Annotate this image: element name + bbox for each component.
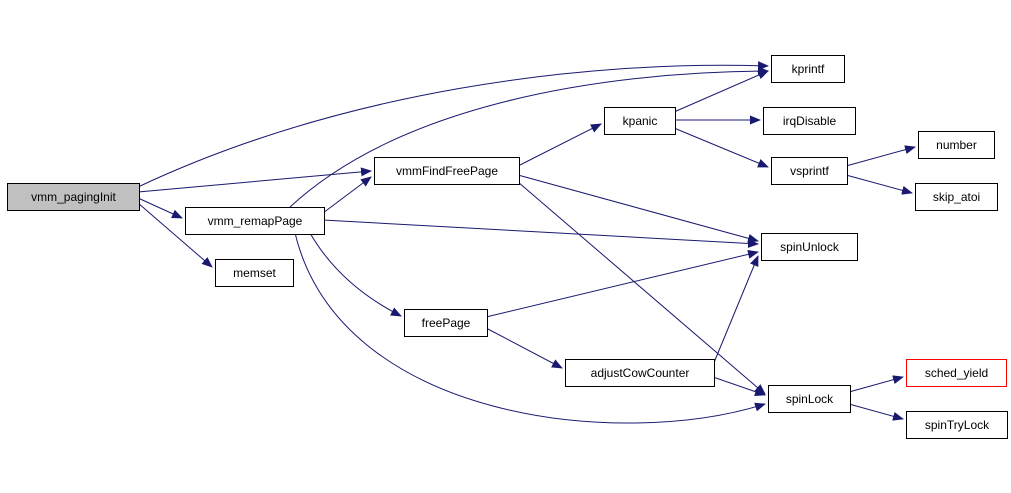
- node-memset[interactable]: memset: [215, 259, 294, 287]
- edge-adjustCowCounter-to-spinUnlock: [712, 255, 759, 366]
- edge-vmm_remapPage-to-spinLock: [294, 232, 766, 424]
- edge-vmm_remapPage-to-spinUnlock: [322, 219, 759, 248]
- node-vmmFindFreePage[interactable]: vmmFindFreePage: [374, 157, 520, 185]
- edge-freePage-to-adjustCowCounter: [485, 327, 563, 369]
- edge-freePage-to-spinUnlock: [485, 249, 759, 318]
- node-kprintf[interactable]: kprintf: [771, 55, 845, 83]
- edge-vsprintf-to-skip_atoi: [845, 174, 913, 195]
- node-spinUnlock[interactable]: spinUnlock: [761, 233, 858, 261]
- edge-vmm_pagingInit-to-vmm_remapPage: [137, 197, 183, 219]
- edge-spinLock-to-sched_yield: [848, 375, 904, 393]
- node-vmm_remapPage[interactable]: vmm_remapPage: [185, 207, 325, 235]
- edge-kpanic-to-vsprintf: [673, 127, 769, 168]
- node-number[interactable]: number: [918, 131, 995, 159]
- edge-adjustCowCounter-to-spinLock: [712, 376, 766, 396]
- edge-kpanic-to-kprintf: [673, 70, 769, 113]
- node-skip_atoi[interactable]: skip_atoi: [915, 183, 998, 211]
- edge-spinLock-to-spinTryLock: [848, 403, 904, 421]
- edge-vmm_remapPage-to-freePage: [309, 232, 402, 317]
- node-kpanic[interactable]: kpanic: [604, 107, 676, 135]
- node-adjustCowCounter[interactable]: adjustCowCounter: [565, 359, 715, 387]
- node-irqDisable[interactable]: irqDisable: [763, 107, 856, 135]
- edge-vmmFindFreePage-to-kpanic: [517, 123, 602, 167]
- node-vmm_pagingInit: vmm_pagingInit: [7, 183, 140, 211]
- edge-vmm_remapPage-to-kprintf: [289, 66, 769, 208]
- edge-vsprintf-to-number: [845, 145, 916, 167]
- node-spinLock[interactable]: spinLock: [768, 385, 851, 413]
- node-vsprintf[interactable]: vsprintf: [771, 157, 848, 185]
- edge-vmm_pagingInit-to-vmmFindFreePage: [137, 167, 372, 193]
- edge-vmmFindFreePage-to-spinUnlock: [517, 174, 759, 243]
- node-sched_yield[interactable]: sched_yield: [906, 359, 1007, 387]
- edge-vmm_remapPage-to-vmmFindFreePage: [322, 176, 372, 214]
- node-spinTryLock[interactable]: spinTryLock: [906, 411, 1008, 439]
- node-freePage[interactable]: freePage: [404, 309, 488, 337]
